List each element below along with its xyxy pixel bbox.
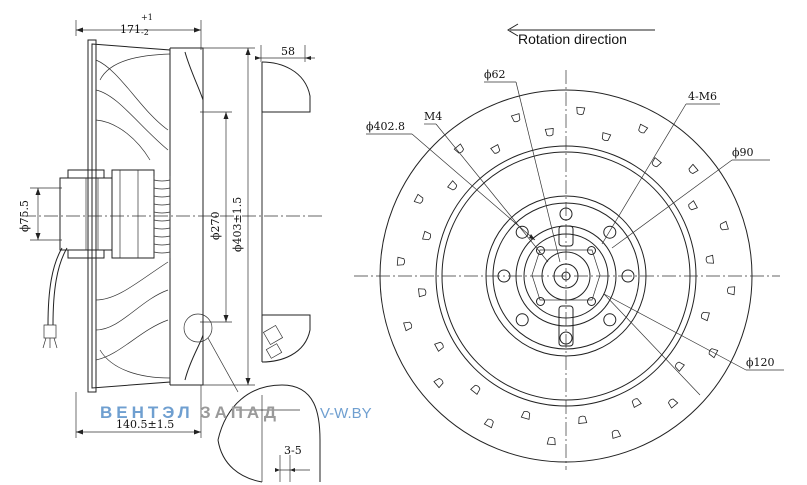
dim-120-label: ϕ120 xyxy=(746,356,775,369)
hub-bolt xyxy=(497,269,511,283)
hub-bolt xyxy=(603,313,617,327)
blade-marker xyxy=(447,180,458,191)
blade-marker xyxy=(578,415,588,424)
hub-bolt xyxy=(515,225,529,239)
hub-bolt xyxy=(559,207,573,221)
dim-4m6-label: 4-M6 xyxy=(688,90,717,103)
blade-marker xyxy=(668,398,679,409)
blade-marker xyxy=(601,132,612,142)
dim-outer-label: ϕ403±1.5 xyxy=(231,197,244,252)
dim-inlet-label: ϕ270 xyxy=(209,212,222,241)
blade-marker xyxy=(396,256,405,266)
blade-marker xyxy=(520,410,531,420)
blade-marker xyxy=(510,113,521,123)
dim-outlet-label: 58 xyxy=(281,45,295,58)
dim-overall-label: 171 xyxy=(120,23,141,36)
hub-bolt xyxy=(587,246,596,255)
dim-m4-label: M4 xyxy=(424,110,442,123)
blade-marker xyxy=(638,123,649,134)
blade-marker xyxy=(546,437,556,446)
hub-bolt xyxy=(621,269,635,283)
dim-length-label: 140.5±1.5 xyxy=(116,418,174,431)
hub-bolt xyxy=(536,297,545,306)
blade-marker xyxy=(631,398,642,408)
blade-marker xyxy=(544,128,554,137)
blade-marker xyxy=(708,348,719,359)
dim-overall-tol-upper: +1 xyxy=(141,13,153,22)
blade-marker xyxy=(433,378,444,389)
side-view: 171 +1 -2 58 xyxy=(18,13,325,483)
impeller-blades xyxy=(396,106,736,446)
blade-marker xyxy=(453,143,464,154)
rotation-direction-label: Rotation direction xyxy=(518,31,627,47)
blade-marker xyxy=(688,200,698,211)
dim-62-label: ϕ62 xyxy=(484,68,506,81)
blade-marker xyxy=(651,157,662,168)
blade-marker xyxy=(470,384,481,395)
watermark-brand-part1: ВЕНТЭЛ xyxy=(100,403,194,422)
watermark: ВЕНТЭЛ ЗАПАД V-W.BY xyxy=(100,403,372,422)
blade-marker xyxy=(719,220,729,231)
blade-marker xyxy=(674,361,685,372)
blade-marker xyxy=(700,311,710,322)
blade-marker xyxy=(611,429,622,439)
hub-bolts xyxy=(497,207,635,345)
blade-marker xyxy=(483,418,494,429)
front-view: Rotation direction ϕ62 M4 4-M6 xyxy=(354,23,784,470)
blade-marker xyxy=(576,106,586,115)
dim-402-label: ϕ402.8 xyxy=(366,120,405,133)
hub-bolt xyxy=(603,225,617,239)
blade-marker xyxy=(688,163,699,174)
blade-marker xyxy=(418,288,427,298)
blade-marker xyxy=(490,144,501,154)
dim-90-label: ϕ90 xyxy=(732,146,754,159)
blade-marker xyxy=(422,230,432,241)
watermark-site: V-W.BY xyxy=(320,405,372,422)
blade-marker xyxy=(727,286,736,296)
dim-overall-tol-lower: -2 xyxy=(141,28,149,37)
hub-bolt xyxy=(587,297,596,306)
blade-marker xyxy=(403,321,413,332)
hub-bolt xyxy=(515,313,529,327)
blade-marker xyxy=(705,254,714,264)
watermark-brand-part2: ЗАПАД xyxy=(200,403,280,422)
blade-marker xyxy=(434,341,444,352)
blade-marker xyxy=(413,193,424,204)
dim-gap-label: 3-5 xyxy=(284,444,302,457)
hub-bolt xyxy=(536,246,545,255)
hub-bolt xyxy=(559,331,573,345)
